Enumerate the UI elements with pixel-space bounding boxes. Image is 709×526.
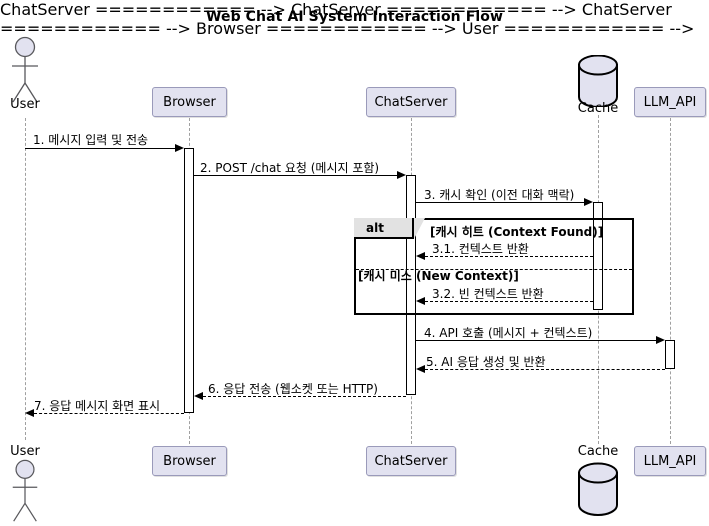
- activation-bar-cache: [593, 202, 603, 310]
- message-6-line: [203, 396, 406, 397]
- participant-llm-api-bottom[interactable]: LLM_API: [634, 446, 706, 476]
- alt-fragment-operator-tab: alt: [354, 218, 414, 239]
- participant-label-browser-bottom: Browser: [163, 453, 216, 469]
- message-3-2-line: [425, 301, 593, 302]
- message-3-2-arrowhead: [416, 297, 425, 305]
- message-1-label: 1. 메시지 입력 및 전송: [33, 133, 149, 147]
- activation-bar-llm-api: [665, 340, 675, 369]
- alt-branch-2-condition: [캐시 미스 (New Context)]: [358, 269, 519, 283]
- participant-label-llm-api-bottom: LLM_API: [643, 453, 697, 469]
- message-7-arrowhead: [25, 409, 34, 417]
- message-3-line: [416, 202, 584, 203]
- participant-browser-top[interactable]: Browser: [152, 87, 227, 117]
- alt-fragment-divider: [356, 269, 632, 270]
- participant-user-bottom[interactable]: [2, 459, 48, 525]
- lifeline-user: [25, 118, 26, 440]
- message-7-line: [34, 413, 184, 414]
- participant-llm-api-top[interactable]: LLM_API: [634, 87, 706, 117]
- message-3-arrowhead: [584, 198, 593, 206]
- participant-label-cache-top: Cache: [577, 101, 619, 116]
- diagram-title: Web Chat AI System Interaction Flow: [205, 9, 504, 25]
- message-3-1-label: 3.1. 컨텍스트 반환: [432, 242, 529, 256]
- alt-fragment-tab-notch: [414, 218, 425, 239]
- participant-chatserver-top[interactable]: ChatServer: [366, 87, 456, 117]
- participant-label-user-bottom: User: [10, 444, 40, 459]
- message-4-line: [416, 340, 656, 341]
- message-1-arrowhead: [175, 144, 184, 152]
- message-2-label: 2. POST /chat 요청 (메시지 포함): [200, 161, 380, 175]
- message-3-2-label: 3.2. 빈 컨텍스트 반환: [432, 287, 544, 301]
- alt-operator-label: alt: [366, 220, 384, 235]
- message-4-label: 4. API 호출 (메시지 + 컨텍스트): [424, 326, 593, 340]
- message-5-line: [425, 369, 665, 370]
- participant-chatserver-bottom[interactable]: ChatServer: [366, 446, 456, 476]
- message-3-1-arrowhead: [416, 252, 425, 260]
- message-6-arrowhead: [194, 392, 203, 400]
- activation-bar-browser: [184, 148, 194, 413]
- message-2-line: [194, 175, 397, 176]
- alt-fragment: [354, 218, 634, 315]
- participant-browser-bottom[interactable]: Browser: [152, 446, 227, 476]
- message-4-arrowhead: [656, 336, 665, 344]
- message-6-label: 6. 응답 전송 (웹소켓 또는 HTTP): [208, 382, 378, 396]
- message-5-label: 5. AI 응답 생성 및 반환: [426, 355, 546, 369]
- message-2-arrowhead: [397, 171, 406, 179]
- message-7-label: 7. 응답 메시지 화면 표시: [34, 399, 161, 413]
- message-5-arrowhead: [416, 365, 425, 373]
- participant-label-llm-api-top: LLM_API: [643, 94, 697, 110]
- actor-icon: [12, 36, 38, 103]
- database-icon: [578, 462, 618, 516]
- lifeline-llm-api: [670, 118, 671, 444]
- message-3-label: 3. 캐시 확인 (이전 대화 맥락): [424, 188, 575, 202]
- participant-label-browser-top: Browser: [163, 94, 216, 110]
- database-icon: [578, 55, 618, 107]
- activation-bar-chatserver: [406, 175, 416, 395]
- participant-cache-top[interactable]: [575, 55, 621, 107]
- message-3-1-line: [425, 256, 593, 257]
- actor-icon: [12, 459, 38, 522]
- participant-user-top[interactable]: [2, 36, 48, 106]
- participant-label-user-top: User: [10, 97, 40, 112]
- participant-label-chatserver-bottom: ChatServer: [374, 453, 448, 469]
- participant-label-cache-bottom: Cache: [577, 444, 619, 459]
- alt-branch-1-condition: [캐시 히트 (Context Found)]: [430, 225, 604, 239]
- message-1-line: [25, 148, 175, 149]
- participant-cache-bottom[interactable]: [575, 461, 621, 517]
- participant-label-chatserver-top: ChatServer: [374, 94, 448, 110]
